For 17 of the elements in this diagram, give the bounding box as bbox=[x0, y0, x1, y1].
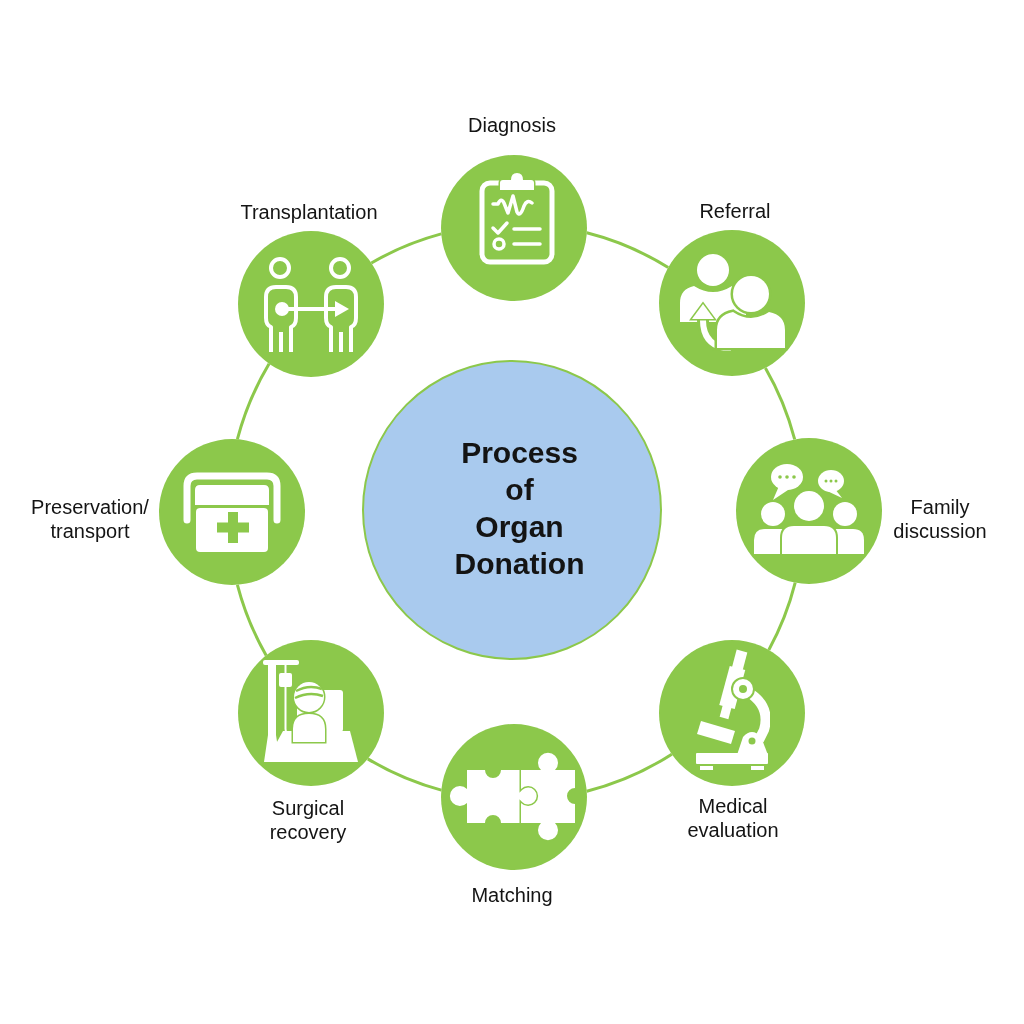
connector-arc bbox=[764, 367, 797, 440]
connector-arc bbox=[586, 231, 669, 269]
step-label: Transplantation bbox=[240, 200, 378, 224]
step-label: Preservation/ transport bbox=[31, 495, 149, 543]
step-label: Family discussion bbox=[893, 495, 987, 543]
step-label: Referral bbox=[699, 199, 771, 223]
step-label: Diagnosis bbox=[468, 113, 556, 137]
step-label: Surgical recovery bbox=[269, 796, 347, 844]
center-title: Process of Organ Donation bbox=[454, 434, 585, 582]
step-label: Matching bbox=[471, 883, 553, 907]
connector-arc bbox=[370, 232, 442, 265]
connector-arc bbox=[767, 582, 797, 651]
connector-arc bbox=[586, 752, 673, 793]
connector-arc bbox=[367, 757, 442, 792]
step-label: Medical evaluation bbox=[687, 794, 779, 842]
connector-arc bbox=[235, 363, 271, 440]
connector-arc bbox=[235, 584, 268, 657]
